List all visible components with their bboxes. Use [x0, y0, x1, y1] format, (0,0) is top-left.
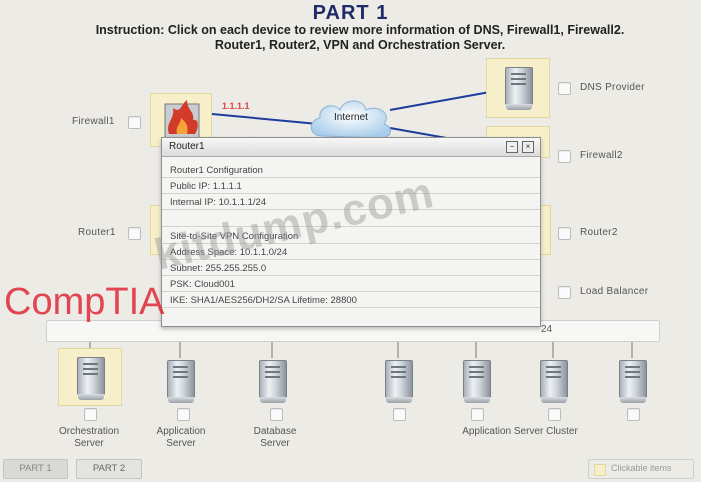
network-bar-label: 24 — [541, 324, 553, 335]
legend: Clickable items — [588, 459, 694, 479]
config-line-8: IKE: SHA1/AES256/DH2/SA Lifetime: 28800 — [162, 293, 540, 308]
load-balancer-label: Load Balancer — [580, 286, 649, 297]
link-firewall1-internet — [211, 113, 319, 125]
router1-config-dialog: Router1 − × Router1 Configuration Public… — [161, 137, 541, 327]
dns-provider-device[interactable] — [486, 58, 550, 118]
database-server-label-1: Database — [253, 426, 297, 437]
router2-label: Router2 — [580, 227, 618, 238]
config-line-2: Public IP: 1.1.1.1 — [162, 179, 540, 194]
link-internet-dns — [389, 91, 491, 111]
orchestration-server-label-1: Orchestration — [58, 426, 120, 437]
cluster-server-4[interactable] — [619, 360, 647, 403]
config-line-1: Router1 Configuration — [162, 163, 540, 178]
cluster-server-1-checkbox[interactable] — [393, 408, 406, 421]
tab-part1[interactable]: PART 1 — [3, 459, 68, 479]
cluster-server-2[interactable] — [463, 360, 491, 403]
cluster-server-3-checkbox[interactable] — [548, 408, 561, 421]
dialog-title: Router1 — [169, 141, 205, 152]
legend-swatch — [594, 464, 606, 476]
firewall1-label: Firewall1 — [72, 116, 115, 127]
database-server-checkbox[interactable] — [270, 408, 283, 421]
orchestration-server-device[interactable] — [58, 348, 122, 406]
cluster-server-3[interactable] — [540, 360, 568, 403]
server-icon — [77, 357, 105, 400]
tab-part2[interactable]: PART 2 — [76, 459, 142, 479]
firewall2-checkbox[interactable] — [558, 150, 571, 163]
application-server-label-1: Application — [156, 426, 206, 437]
dns-provider-label: DNS Provider — [580, 82, 645, 93]
application-server-label-2: Server — [166, 438, 196, 449]
orchestration-server-checkbox[interactable] — [84, 408, 97, 421]
application-server-device[interactable] — [167, 360, 195, 403]
load-balancer-checkbox[interactable] — [558, 286, 571, 299]
database-server-device[interactable] — [259, 360, 287, 403]
cluster-server-4-checkbox[interactable] — [627, 408, 640, 421]
dns-provider-checkbox[interactable] — [558, 82, 571, 95]
close-button[interactable]: × — [522, 141, 534, 153]
server-icon — [505, 67, 533, 110]
firewall1-ip-label: 1.1.1.1 — [222, 101, 250, 111]
config-spacer — [162, 212, 540, 227]
config-line-6: Subnet: 255.255.255.0 — [162, 261, 540, 276]
internet-cloud: Internet — [306, 96, 396, 142]
firewall1-device[interactable] — [150, 93, 212, 147]
config-line-5: Address Space: 10.1.1.0/24 — [162, 245, 540, 260]
router1-checkbox[interactable] — [128, 227, 141, 240]
orchestration-server-label-2: Server — [74, 438, 104, 449]
router1-label: Router1 — [78, 227, 116, 238]
comptia-watermark: CompTIA — [4, 281, 165, 323]
database-server-label-2: Server — [260, 438, 290, 449]
firewall1-checkbox[interactable] — [128, 116, 141, 129]
cluster-server-1[interactable] — [385, 360, 413, 403]
instruction-line-1: Instruction: Click on each device to rev… — [95, 23, 625, 37]
firewall2-label: Firewall2 — [580, 150, 623, 161]
application-server-checkbox[interactable] — [177, 408, 190, 421]
app-cluster-label: Application Server Cluster — [462, 426, 578, 437]
cloud-icon — [310, 100, 392, 139]
config-line-7: PSK: Cloud001 — [162, 277, 540, 292]
dialog-titlebar[interactable]: Router1 − × — [162, 138, 540, 157]
config-line-4: Site-to-Site VPN Configuration — [162, 229, 540, 244]
firewall-icon — [164, 100, 200, 139]
instruction-line-2: Router1, Router2, VPN and Orchestration … — [214, 38, 506, 52]
config-line-3: Internal IP: 10.1.1.1/24 — [162, 195, 540, 210]
page-title: PART 1 — [312, 2, 389, 24]
router2-checkbox[interactable] — [558, 227, 571, 240]
internet-label: Internet — [334, 112, 368, 123]
minimize-button[interactable]: − — [506, 141, 518, 153]
cluster-server-2-checkbox[interactable] — [471, 408, 484, 421]
legend-text: Clickable items — [611, 463, 672, 473]
